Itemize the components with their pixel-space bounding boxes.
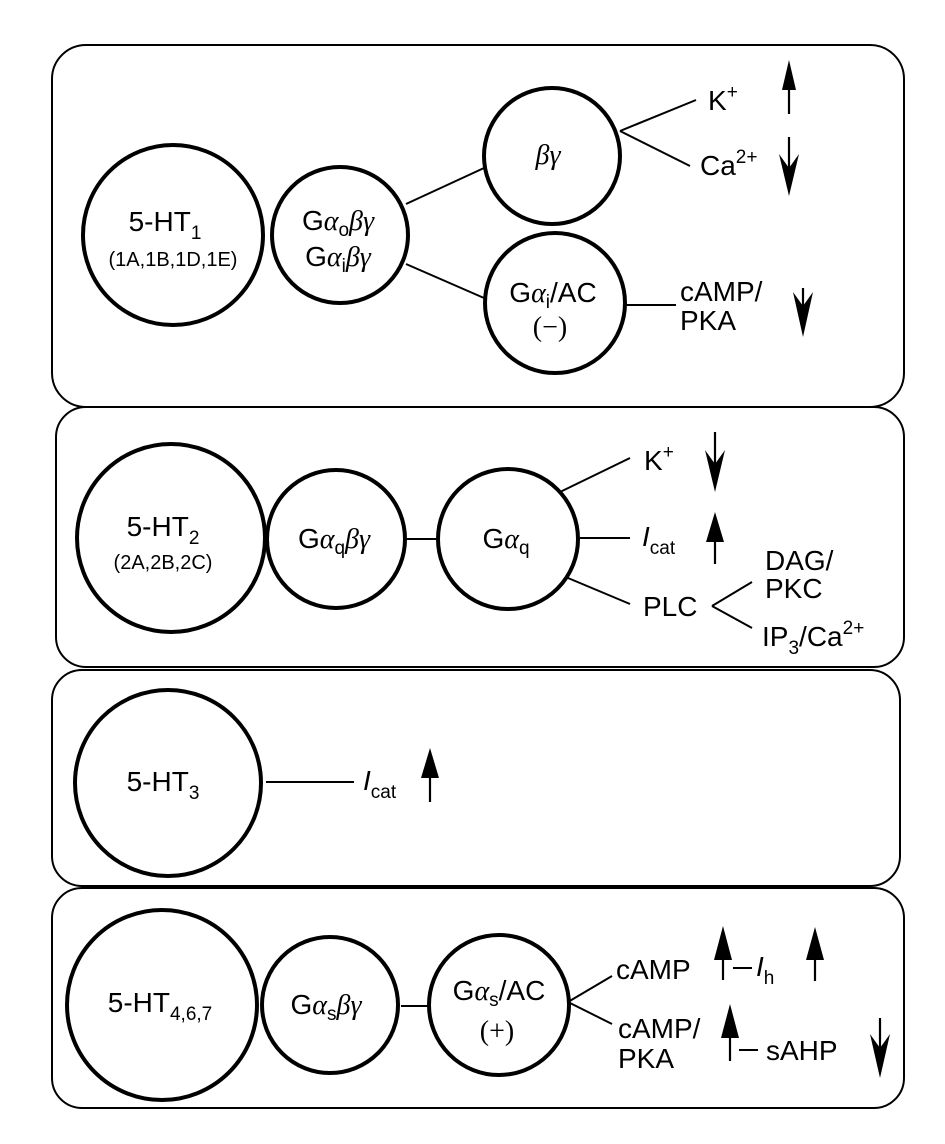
effector-node [427, 933, 571, 1077]
output-camp-label-line1: cAMP/ [680, 276, 763, 307]
beta-gamma-label: βγ [535, 140, 562, 171]
arrow-down-icon [870, 1018, 890, 1078]
output-icat-label: Icat [642, 521, 676, 559]
panel-5ht467: 5-HT4,6,7 Gαsβγ Gαs/AC (+) cAMP Ih cAMP/… [51, 887, 905, 1109]
link-bg-to-k [619, 99, 697, 132]
g-protein-label-line2: Gαiβγ [305, 241, 372, 277]
effector-label: Gαq [482, 523, 529, 559]
receptor-label: 5-HT2 [127, 511, 200, 549]
effector-node [436, 467, 580, 611]
link-effector-to-camp [567, 975, 613, 1003]
g-protein-label: Gαsβγ [291, 989, 363, 1025]
output-icat-label: Icat [363, 765, 397, 803]
plc-output-ip3-label: IP3/Ca2+ [762, 618, 864, 659]
link-plc-to-dag [711, 581, 753, 607]
arrow-up-icon [782, 60, 796, 114]
effector-sign: (−) [533, 312, 567, 343]
output-camp-label: cAMP [616, 954, 691, 985]
receptor-label: 5-HT3 [127, 766, 200, 804]
output-ca-label: Ca2+ [700, 147, 757, 181]
g-protein-label: Gαqβγ [298, 523, 371, 559]
g-protein-node [260, 935, 400, 1075]
target-sahp-label: sAHP [766, 1035, 838, 1066]
arrow-up-icon [721, 1004, 739, 1061]
arrow-up-icon [706, 512, 724, 564]
receptor-label: 5-HT4,6,7 [108, 987, 213, 1025]
receptor-subtypes: (1A,1B,1D,1E) [109, 249, 238, 271]
link-plc-to-ip3 [711, 605, 753, 629]
receptor-node [73, 688, 263, 878]
link-effector-to-plc [567, 577, 631, 605]
link-g-to-effector [405, 263, 485, 299]
effector-node [483, 231, 627, 375]
output-camp-pka-line2: PKA [618, 1043, 674, 1074]
output-k-label: K+ [644, 442, 674, 476]
receptor-label: 5-HT1 [129, 206, 202, 244]
plc-output-dag-line1: DAG/ [765, 545, 834, 576]
output-camp-label-line2: PKA [680, 305, 736, 336]
arrow-up-icon [806, 927, 824, 981]
output-plc-label: PLC [643, 591, 697, 622]
receptor-subtypes: (2A,2B,2C) [114, 552, 213, 574]
link-g-to-betagamma [405, 167, 485, 205]
g-protein-node [265, 468, 407, 610]
arrow-up-icon [421, 748, 439, 802]
g-protein-label-line1: Gαoβγ [302, 205, 375, 241]
receptor-node [65, 908, 259, 1102]
target-ih-label: Ih [756, 951, 774, 989]
plc-output-dag-line2: PKC [765, 573, 823, 604]
receptor-node [75, 442, 267, 634]
panel-5ht1: 5-HT1 (1A,1B,1D,1E) Gαoβγ Gαiβγ βγ Gαi/A… [51, 44, 905, 408]
arrow-down-icon [779, 137, 799, 196]
beta-gamma-node [482, 86, 622, 226]
effector-label: Gαs/AC [453, 975, 546, 1011]
link-effector-to-camp-pka [567, 1001, 613, 1025]
receptor-node [81, 143, 265, 327]
arrow-up-icon [714, 926, 732, 980]
arrow-down-icon [705, 432, 725, 492]
effector-sign: (+) [480, 1016, 514, 1047]
output-k-label: K+ [708, 82, 738, 116]
link-effector-to-k [559, 457, 631, 493]
arrow-down-icon [793, 288, 813, 337]
effector-label: Gαi/AC [509, 277, 596, 313]
g-protein-node [270, 165, 410, 305]
panel-5ht2: 5-HT2 (2A,2B,2C) Gαqβγ Gαq K+ Icat PLC D… [55, 406, 905, 668]
panel-frame [51, 669, 901, 887]
panel-5ht3: 5-HT3 Icat [51, 669, 901, 887]
output-camp-pka-line1: cAMP/ [618, 1013, 701, 1044]
link-bg-to-ca [619, 130, 691, 167]
